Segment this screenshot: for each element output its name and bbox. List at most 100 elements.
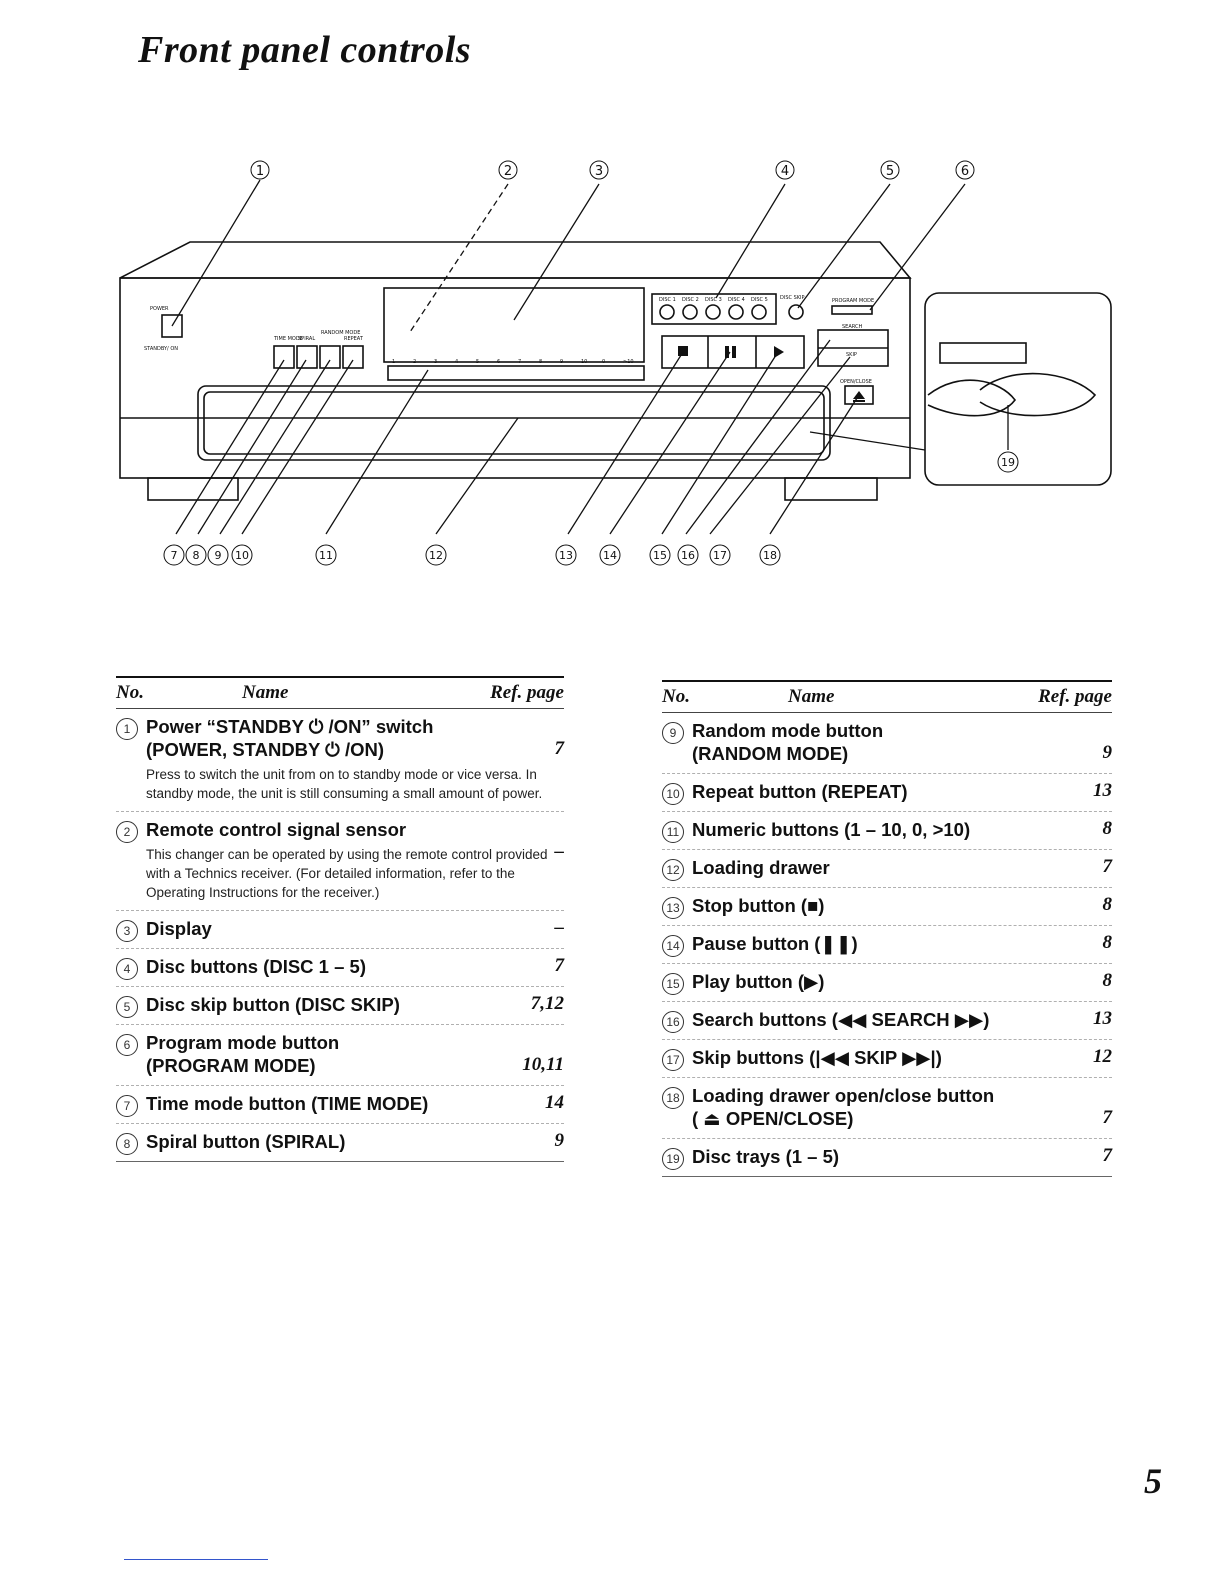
callout-18: 18 — [759, 544, 781, 566]
item-number-badge: 19 — [662, 1148, 684, 1170]
svg-text:4: 4 — [781, 164, 789, 179]
item-number: 12 — [662, 859, 688, 881]
callout-17: 17 — [709, 544, 731, 566]
svg-text:14: 14 — [603, 549, 617, 562]
svg-text:17: 17 — [713, 549, 727, 562]
svg-text:11: 11 — [319, 549, 333, 562]
item-ref-page: – — [554, 917, 565, 938]
table-row: 12 Loading drawer 7 — [662, 850, 1112, 888]
label-skip: SKIP — [846, 352, 857, 358]
label-numeric-5: 6 — [497, 359, 500, 365]
label-numeric-7: 8 — [539, 359, 542, 365]
item-name: Skip buttons (|◀◀ SKIP ▶▶|) — [692, 1047, 942, 1068]
callout-9: 9 — [207, 544, 229, 566]
item-name: Loading drawer — [692, 857, 830, 878]
item-number: 7 — [116, 1095, 142, 1117]
front-panel-illustration: POWER STANDBY/ ON TIME MODE SPIRAL RANDO… — [119, 160, 1112, 566]
item-number-badge: 12 — [662, 859, 684, 881]
item-number-badge: 11 — [662, 821, 684, 843]
svg-text:3: 3 — [595, 164, 603, 179]
item-ref-page: 7 — [1102, 1107, 1113, 1128]
callout-5: 5 — [880, 160, 900, 180]
item-number: 19 — [662, 1148, 688, 1170]
random-btn — [319, 345, 341, 369]
item-description: Press to switch the unit from on to stan… — [146, 767, 543, 801]
item-name: Disc skip button (DISC SKIP) — [146, 994, 400, 1015]
svg-text:6: 6 — [961, 164, 969, 179]
label-spiral: SPIRAL — [298, 336, 315, 342]
open-close-btn — [844, 385, 874, 405]
callout-4: 4 — [775, 160, 795, 180]
item-number-badge: 2 — [116, 821, 138, 843]
left-foot — [147, 477, 239, 501]
item-number-badge: 6 — [116, 1034, 138, 1056]
item-name: Numeric buttons (1 – 10, 0, >10) — [692, 819, 971, 840]
item-name: Pause button (❚❚) — [692, 933, 858, 954]
label-disc-1: DISC 1 — [659, 297, 676, 303]
display-window — [383, 287, 645, 363]
front-panel-diagram: POWER STANDBY/ ON TIME MODE SPIRAL RANDO… — [110, 150, 1120, 590]
item-number: 14 — [662, 935, 688, 957]
callout-16: 16 — [677, 544, 699, 566]
svg-text:18: 18 — [763, 549, 777, 562]
item-name: Loading drawer open/close button ( ⏏ OPE… — [692, 1085, 995, 1129]
item-ref-page: 14 — [545, 1092, 564, 1113]
label-random-mode: RANDOM MODE — [321, 330, 360, 336]
label-numeric-6: 7 — [518, 359, 521, 365]
page-number: 5 — [1144, 1461, 1162, 1501]
label-search: SEARCH — [842, 324, 862, 330]
item-number-badge: 17 — [662, 1049, 684, 1071]
header-no: No. — [662, 686, 690, 707]
table-row: 14 Pause button (❚❚) 8 — [662, 926, 1112, 964]
chassis-front — [119, 277, 911, 479]
header-name: Name — [242, 682, 289, 703]
item-name: Search buttons (◀◀ SEARCH ▶▶) — [692, 1009, 990, 1030]
item-number: 6 — [116, 1034, 142, 1056]
label-disc-4: DISC 4 — [728, 297, 745, 303]
loading-drawer — [197, 385, 831, 461]
item-number: 9 — [662, 722, 688, 744]
item-ref-page: 7,12 — [530, 993, 564, 1014]
item-number-badge: 9 — [662, 722, 684, 744]
power-switch — [161, 314, 183, 338]
callout-2: 2 — [498, 160, 518, 180]
label-program-mode: PROGRAM MODE — [832, 298, 874, 304]
item-name: Remote control signal sensor — [146, 819, 407, 840]
label-numeric-1: 2 — [413, 359, 416, 365]
label-repeat: REPEAT — [344, 336, 364, 342]
label-standby: STANDBY/ ON — [144, 346, 178, 352]
item-name: Time mode button (TIME MODE) — [146, 1093, 429, 1114]
header-no: No. — [116, 682, 144, 703]
item-number: 16 — [662, 1011, 688, 1033]
item-number: 18 — [662, 1087, 688, 1109]
item-name: Repeat button (REPEAT) — [692, 781, 908, 802]
svg-text:5: 5 — [886, 164, 894, 179]
item-name: Disc buttons (DISC 1 – 5) — [146, 956, 366, 977]
item-number: 17 — [662, 1049, 688, 1071]
label-numeric-8: 9 — [560, 359, 563, 365]
item-number: 5 — [116, 996, 142, 1018]
callout-8: 8 — [185, 544, 207, 566]
chassis-top — [119, 241, 912, 279]
disc-skip-btn — [788, 304, 804, 320]
callout-3: 3 — [589, 160, 609, 180]
label-numeric-0: 1 — [392, 359, 395, 365]
item-ref-page: 8 — [1102, 932, 1113, 953]
item-number: 11 — [662, 821, 688, 843]
svg-text:13: 13 — [559, 549, 573, 562]
item-ref-page: 7 — [554, 738, 565, 759]
item-number: 13 — [662, 897, 688, 919]
item-ref-page: 7 — [1102, 856, 1113, 877]
table-header: No. Name Ref. page — [116, 676, 564, 709]
item-number-badge: 14 — [662, 935, 684, 957]
svg-text:1: 1 — [256, 164, 264, 179]
label-open-close: OPEN/CLOSE — [840, 379, 872, 385]
